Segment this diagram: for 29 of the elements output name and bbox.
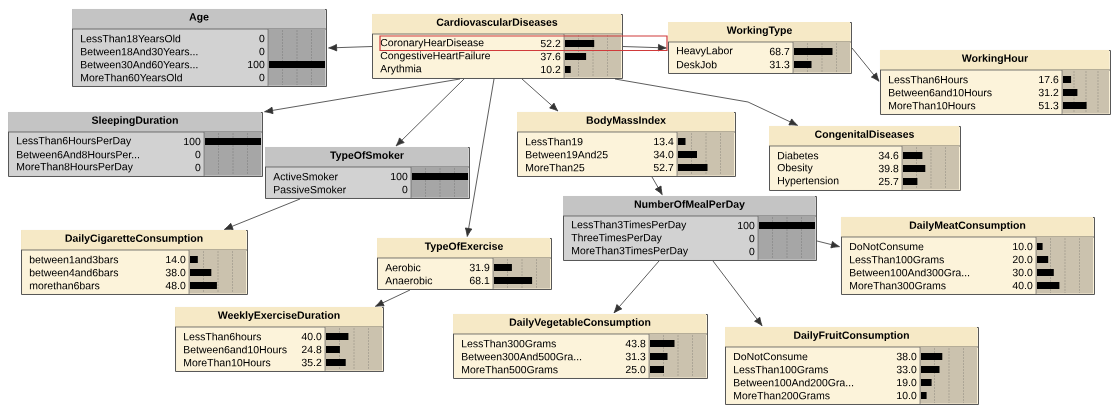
arrow xyxy=(521,78,559,112)
network-node: WeeklyExerciseDuration LessThan6hours 40.0 Between6and10Hours 24.8 MoreThan10Hours 35.2 xyxy=(174,307,384,372)
network-node: DailyVegetableConsumption LessThan300Grams 43.8 Between300And500Gra... 31.3 MoreThan500Grams 25.0 xyxy=(452,314,708,379)
arrow xyxy=(613,260,660,314)
network-node: DailyCigaretteConsumption between1and3bars 14.0 between4and6bars 38.0 morethan6bars 48.0 xyxy=(20,230,248,295)
network-node: BodyMassIndex LessThan19 13.4 Between19And25 34.0 MoreThan25 52.7 xyxy=(516,112,736,177)
arrow xyxy=(375,289,411,307)
arrow xyxy=(465,78,495,237)
arrow xyxy=(264,78,461,115)
network-node: WorkingHour LessThan6Hours 17.6 Between6and10Hours 31.2 MoreThan10Hours 51.3 xyxy=(879,50,1111,115)
arrow xyxy=(712,260,763,327)
arrow xyxy=(614,78,798,126)
network-node: WorkingType HeavyLabor 68.7 DeskJob 31.3 xyxy=(667,22,852,74)
network-node: CongenitalDiseases Diabetes 34.6 Obesity 39.8 Hypertension 25.7 xyxy=(768,126,961,191)
network-node: Age LessThan18YearsOld 0 Between18And30Years... 0 Between30And60Years... 100 MoreThan60YearsOld 0 xyxy=(71,9,327,87)
network-node: DailyMeatConsumption DoNotConsume 10.0 LessThan100Grams 20.0 Between100And300Gra... 30.0 MoreThan300Grams 40.0 xyxy=(840,217,1095,295)
arrow xyxy=(651,176,663,196)
arrow xyxy=(395,78,465,147)
arrow xyxy=(224,198,301,230)
network-node: TypeOfExercise Aerobic 31.9 Anaerobic 68.1 xyxy=(376,238,552,290)
network-node: TypeOfSmoker ActiveSmoker 100 PassiveSmoker 0 xyxy=(264,147,470,199)
arrow xyxy=(816,240,840,249)
arrow xyxy=(851,47,880,82)
network-node: DailyFruitConsumption DoNotConsume 38.0 LessThan100Grams 33.0 Between100And200Gra... 19.0 MoreThan200Grams 10.0 xyxy=(724,327,979,405)
arrow xyxy=(622,44,667,52)
network-node: CardiovascularDiseases CoronaryHearDisease 52.2 CongestiveHeartFailure 37.6 Arythmia 10.2 xyxy=(371,14,623,79)
network-node: SleepingDuration LessThan6HoursPerDay 100 Between6And8HoursPer... 0 MoreThan8HoursPerDay 0 xyxy=(7,112,263,177)
network-node: NumberOfMealPerDay LessThan3TimesPerDay 100 ThreeTimesPerDay 0 MoreThan3TimesPerDay 0 xyxy=(562,196,817,261)
arrow xyxy=(328,44,373,52)
